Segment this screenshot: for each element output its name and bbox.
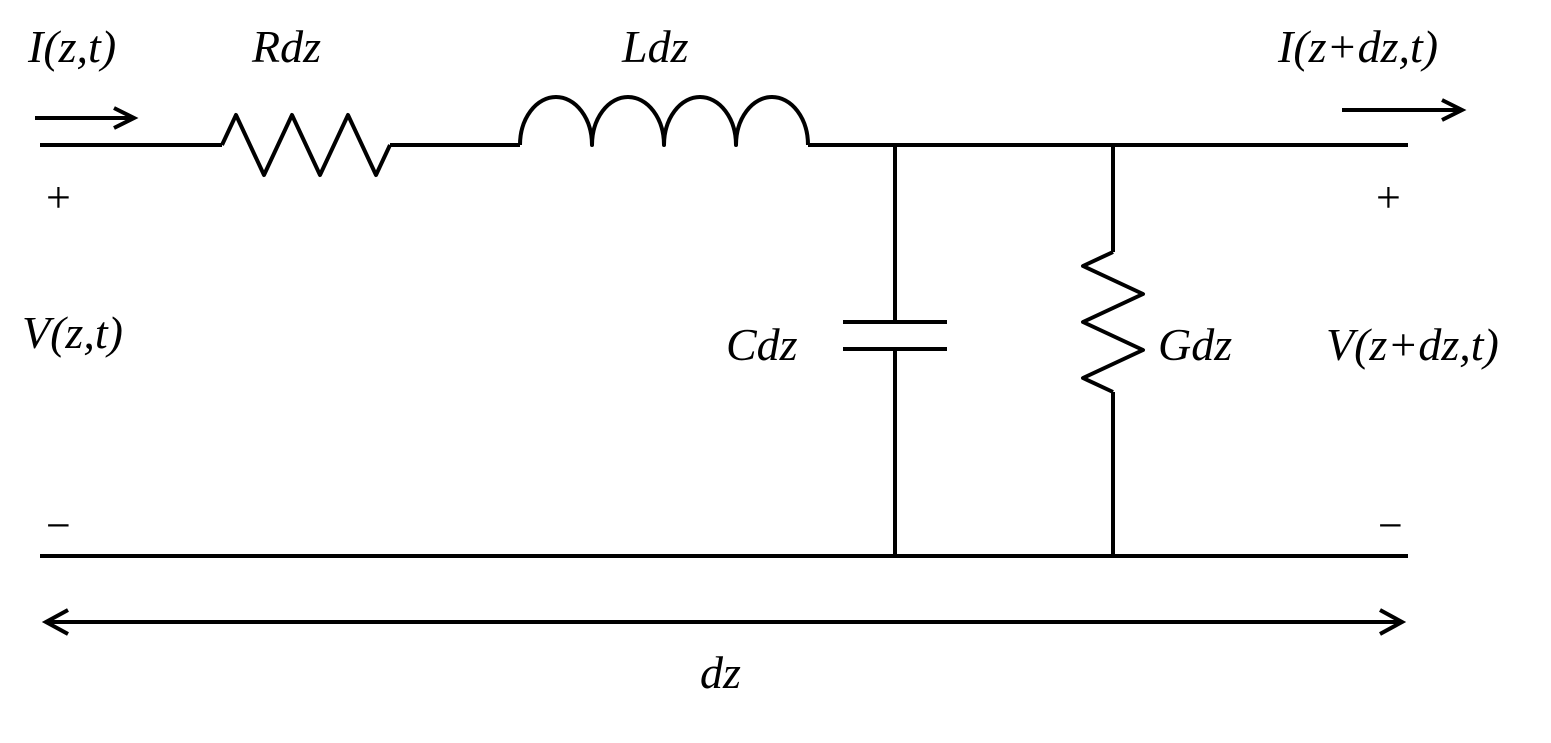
- label-length-dz: dz: [700, 647, 741, 698]
- current-arrow-right-head-icon: [1441, 98, 1467, 122]
- label-minus-left: −: [46, 501, 71, 550]
- length-dimension: [41, 608, 1407, 636]
- current-arrow-left-head-icon: [113, 106, 139, 130]
- label-shunt-conductance: Gdz: [1158, 319, 1232, 370]
- dimension-arrow-left-head-icon: [41, 608, 69, 636]
- series-resistor-symbol: [220, 113, 392, 177]
- label-current-in: I(z,t): [27, 21, 116, 72]
- label-voltage-out: V(z+dz,t): [1326, 319, 1499, 370]
- label-minus-right: −: [1378, 501, 1403, 550]
- series-inductor-symbol: [518, 95, 810, 147]
- current-arrows: [35, 98, 1467, 130]
- label-series-resistor: Rdz: [251, 21, 321, 72]
- shunt-resistor-symbol: [1081, 250, 1145, 394]
- dimension-arrow-right-head-icon: [1379, 608, 1407, 636]
- label-shunt-capacitor: Cdz: [726, 319, 798, 370]
- label-plus-right: +: [1376, 173, 1401, 222]
- labels: I(z,t) Rdz Ldz I(z+dz,t) + + V(z,t) Cdz …: [22, 21, 1499, 698]
- label-series-inductor: Ldz: [621, 21, 689, 72]
- label-current-out: I(z+dz,t): [1277, 21, 1438, 72]
- label-plus-left: +: [46, 173, 71, 222]
- circuit-drawing: [40, 95, 1408, 558]
- label-voltage-in: V(z,t): [22, 307, 123, 358]
